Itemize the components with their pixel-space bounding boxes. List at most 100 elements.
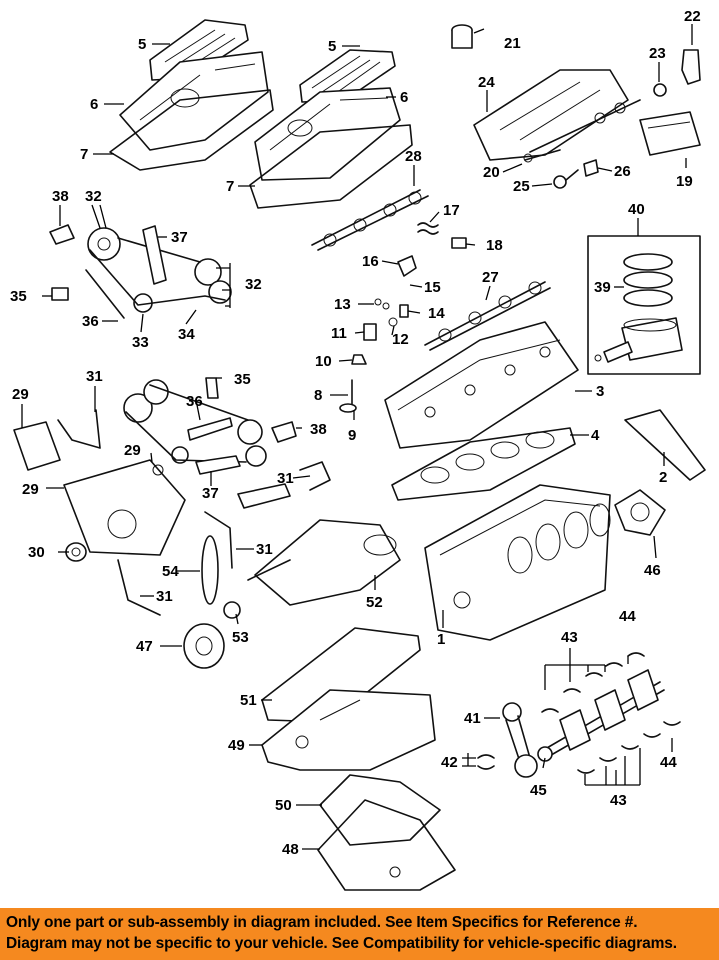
callout-44: 44 [619, 608, 636, 625]
harmonic-balancer-47 [183, 623, 225, 669]
callout-33: 33 [132, 334, 149, 351]
callout-17: 17 [443, 202, 460, 219]
callout-44: 44 [660, 754, 677, 771]
callout-51: 51 [240, 692, 257, 709]
callout-12: 12 [392, 331, 409, 348]
callout-39: 39 [594, 279, 611, 296]
callout-9: 9 [348, 427, 356, 444]
callout-2: 2 [659, 469, 667, 486]
callout-43: 43 [610, 792, 627, 809]
valve-spring [417, 222, 439, 235]
callout-45: 45 [530, 782, 547, 799]
callout-47: 47 [136, 638, 153, 655]
callout-29: 29 [12, 386, 29, 403]
callout-48: 48 [282, 841, 299, 858]
callout-24: 24 [478, 74, 495, 91]
left-engine-cover [149, 19, 249, 81]
right-valve-cover-gasket [249, 124, 413, 209]
rod-bearings [477, 754, 495, 770]
lower-oil-pan [317, 799, 456, 891]
callout-7: 7 [226, 178, 234, 195]
callout-13: 13 [334, 296, 351, 313]
disclaimer-line-1: Only one part or sub-assembly in diagram… [6, 914, 638, 931]
callout-38: 38 [310, 421, 327, 438]
callout-35: 35 [10, 288, 27, 305]
callout-53: 53 [232, 629, 249, 646]
bolt-35 [51, 287, 69, 301]
callout-52: 52 [366, 594, 383, 611]
oil-pump [247, 519, 401, 606]
engine-parts-diagram: 5 5 6 6 7 7 21 22 23 24 19 20 25 26 28 1… [10, 8, 706, 891]
callout-23: 23 [649, 45, 666, 62]
callout-1: 1 [437, 631, 445, 648]
upper-oil-pan [261, 689, 436, 771]
callout-29: 29 [124, 442, 141, 459]
crankshaft [537, 669, 665, 762]
callout-10: 10 [315, 353, 332, 370]
callout-5: 5 [138, 36, 146, 53]
callout-31: 31 [256, 541, 273, 558]
guide-rail-mid [237, 483, 291, 509]
tensioner-38-lower [271, 421, 297, 443]
part-25 [553, 169, 579, 189]
callout-29: 29 [22, 481, 39, 498]
cylinder-head [384, 321, 579, 449]
part-20 [523, 149, 561, 163]
callout-6: 6 [90, 96, 98, 113]
callout-27: 27 [482, 269, 499, 286]
engine-block [424, 484, 611, 641]
cylinder-head-cover-24 [473, 69, 641, 161]
callout-32: 32 [85, 188, 102, 205]
callout-36: 36 [82, 313, 99, 330]
connecting-rod [502, 702, 538, 778]
callout-54: 54 [162, 563, 179, 580]
guide-37-lower [195, 455, 241, 475]
callout-11: 11 [331, 325, 347, 342]
callout-37: 37 [171, 229, 188, 246]
callout-37: 37 [202, 485, 219, 502]
callout-42: 42 [441, 754, 458, 771]
callout-50: 50 [275, 797, 292, 814]
callout-19: 19 [676, 173, 693, 190]
gasket-31-upper [57, 409, 101, 449]
callout-38: 38 [52, 188, 69, 205]
intake-camshaft [424, 281, 551, 351]
callout-21: 21 [504, 35, 521, 52]
callout-25: 25 [513, 178, 530, 195]
callout-4: 4 [591, 427, 600, 444]
callout-5: 5 [328, 38, 336, 55]
small-valve-parts [351, 298, 409, 365]
left-valve-cover [119, 51, 269, 151]
part-21-sensor [451, 24, 473, 49]
callout-28: 28 [405, 148, 422, 165]
sprocket-53 [223, 601, 241, 619]
exhaust-camshaft [311, 189, 429, 251]
callout-49: 49 [228, 737, 245, 754]
callout-15: 15 [424, 279, 441, 296]
callout-32: 32 [245, 276, 262, 293]
callout-43: 43 [561, 629, 578, 646]
callout-20: 20 [483, 164, 500, 181]
sensor-18 [451, 237, 467, 249]
callout-3: 3 [596, 383, 604, 400]
tensioner-38 [49, 224, 75, 245]
callout-labels: 5 5 6 6 7 7 21 22 23 24 19 20 25 26 28 1… [10, 8, 701, 858]
part-26 [583, 159, 599, 177]
front-seal-30 [65, 542, 87, 562]
rocker-arm-16 [397, 255, 417, 277]
gasket-31-lower [117, 511, 233, 616]
callout-26: 26 [614, 163, 631, 180]
callout-31: 31 [277, 470, 294, 487]
main-bearings-upper [541, 652, 645, 713]
left-valve-cover-gasket [109, 89, 274, 171]
main-bearings-lower [577, 721, 681, 774]
callout-14: 14 [428, 305, 445, 322]
callout-6: 6 [400, 89, 408, 106]
lower-timing-chain-assembly [123, 379, 267, 467]
bolt-35-lower [205, 377, 219, 399]
piston-ring-kit-box [587, 235, 701, 375]
callout-46: 46 [644, 562, 661, 579]
valve [339, 379, 357, 413]
leader-lines [21, 24, 693, 850]
piston-rings [623, 253, 673, 307]
